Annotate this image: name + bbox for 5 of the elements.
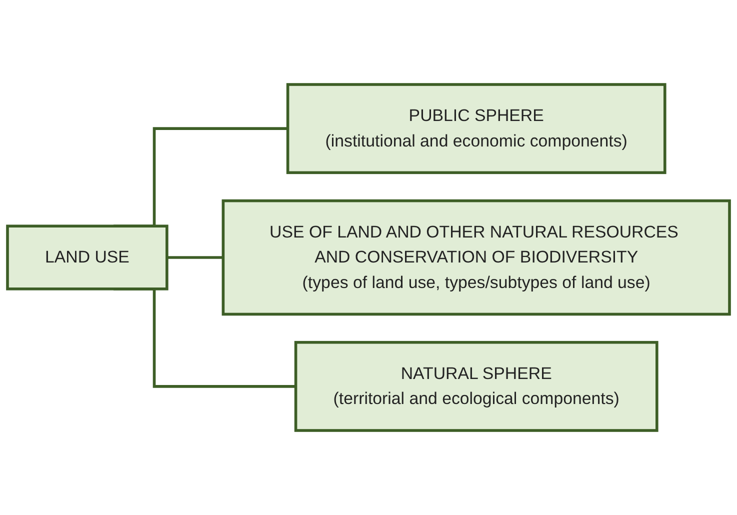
node-box: USE OF LAND AND OTHER NATURAL RESOURCES AND CONSERVATION OF BIODIVERSITY (types of land use, types/subtypes of land use) — [222, 199, 731, 316]
connector — [166, 256, 224, 259]
node-box: NATURAL SPHERE (territorial and ecological components) — [294, 340, 658, 432]
node-box: PUBLIC SPHERE (institutional and economic components) — [286, 83, 666, 174]
node-box: LAND USE — [6, 224, 168, 290]
